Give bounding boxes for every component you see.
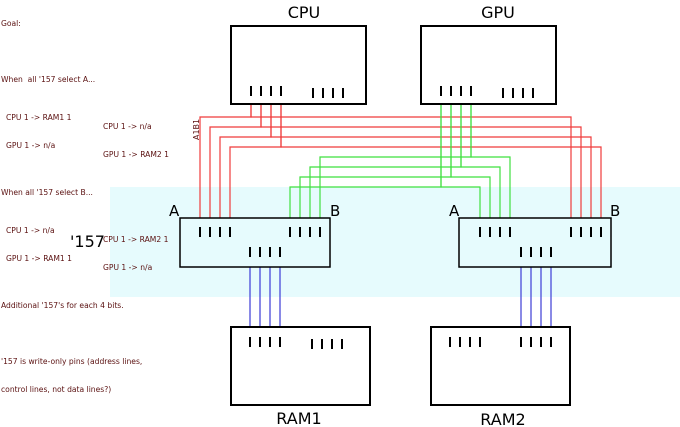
when-a-row-1-col-2: CPU 1 -> n/a [103,122,152,132]
when-a-heading: When all '157 select A... [1,75,96,85]
when-b-row-2: GPU 1 -> RAM1 1 GPU 1 -> n/a [1,244,201,272]
left-mux-chip [179,217,331,268]
when-a-row-1: CPU 1 -> RAM1 1 CPU 1 -> n/a [1,103,201,131]
right-mux-b-label: B [610,202,620,220]
ram2-label: RAM2 [480,410,525,427]
red-wires-cpu-to-right-b [250,104,602,218]
when-b-row-1-col-2: CPU 1 -> RAM2 1 [103,235,169,245]
when-b-row-2-col-2: GPU 1 -> n/a [103,263,153,273]
blue-wires [249,267,552,327]
when-b-row-2-col-1: GPU 1 -> RAM1 1 [6,253,72,263]
write-only-note-line-1: '157 is write-only pins (address lines, [1,357,143,367]
ram2-chip [430,326,571,406]
when-b-heading: When all '157 select B... [1,188,93,198]
when-a-row-2-col-2: GPU 1 -> RAM2 1 [103,150,169,160]
cpu-label: CPU [288,3,321,22]
when-b-row-1-col-1: CPU 1 -> n/a [6,225,55,235]
when-a-row-2-col-1: GPU 1 -> n/a [6,141,56,151]
goal-heading: Goal: [1,18,21,28]
ram1-pins [249,337,343,349]
gpu-label: GPU [481,3,515,22]
right-mux-a-label: A [449,202,460,220]
left-mux-b-label: B [330,202,340,220]
mux-label: '157 [70,232,105,251]
cpu-pins [250,86,344,98]
write-only-note-line-2: control lines, not data lines?) [1,385,112,395]
gpu-pins [440,86,534,98]
when-b-row-1: CPU 1 -> n/a CPU 1 -> RAM2 1 [1,216,201,244]
additional-note: Additional '157's for each 4 bits. [1,300,124,310]
right-mux-chip [458,217,612,268]
left-mux-a-label: A [169,202,180,220]
ram1-chip [230,326,371,406]
ram2-pins [449,337,552,347]
when-a-row-1-col-1: CPU 1 -> RAM1 1 [6,112,72,122]
ram1-label: RAM1 [276,409,321,427]
when-a-row-2: GPU 1 -> n/a GPU 1 -> RAM2 1 [1,132,201,159]
left-mux-pins [199,227,321,257]
goal-notes: Goal: When all '157 select A... CPU 1 ->… [1,0,201,414]
gpu-chip [420,25,557,105]
a1b1-label: A1B1 [192,119,201,140]
green-wires-gpu-to-right-a [440,104,511,218]
cpu-chip [230,25,367,105]
right-mux-pins [479,227,602,257]
